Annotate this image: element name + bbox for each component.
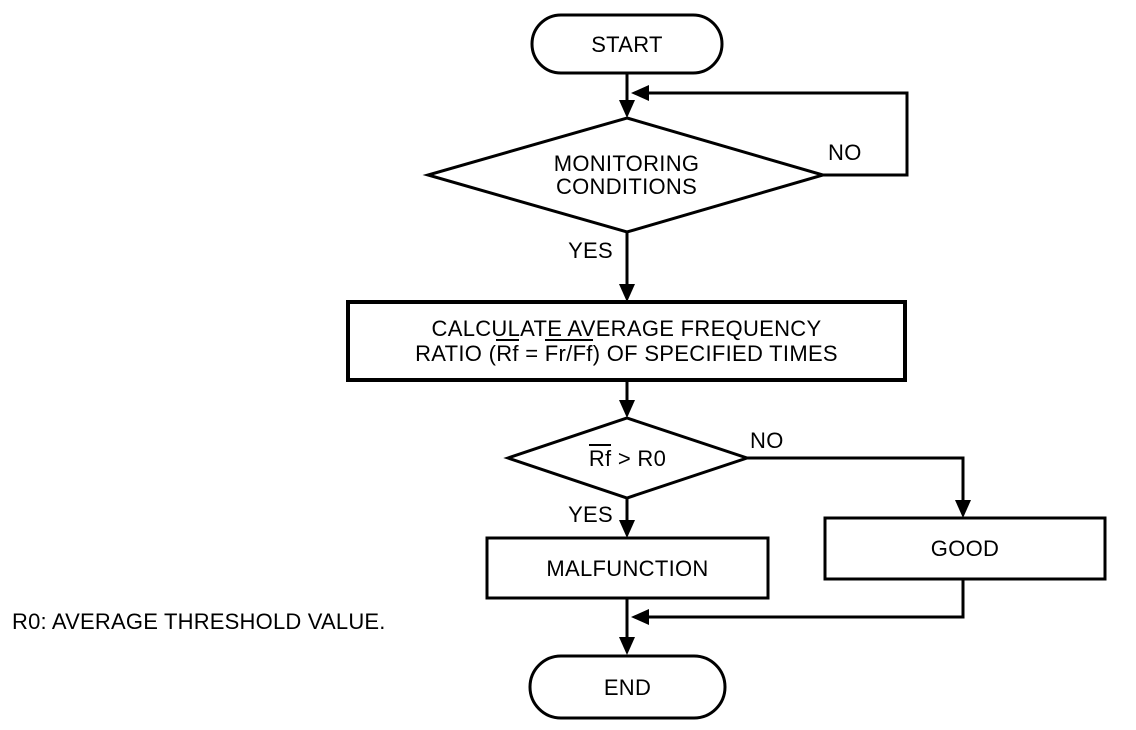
arrowhead-into-malfunction (619, 520, 635, 538)
edge-good-to-merge (637, 579, 965, 619)
ratio-no-label: NO (750, 428, 784, 453)
good-label: GOOD (930, 536, 1000, 561)
end-label: END (603, 674, 652, 700)
calculate-line2: RATIO (Rf = Fr/Ff) OF SPECIFIED TIMES (415, 339, 838, 366)
footnote-r0-definition: R0: AVERAGE THRESHOLD VALUE. (12, 609, 386, 634)
ratio-decision-label: Rf > R0 (508, 418, 747, 498)
rf-overline: Rf (496, 339, 519, 366)
good-process-shape (823, 516, 1107, 581)
monitoring-decision-label: MONITORING CONDITIONS (428, 118, 825, 232)
monitoring-no-label: NO (828, 140, 862, 165)
monitoring-line1: MONITORING (553, 151, 700, 176)
calculate-line1: CALCULATE AVERAGE FREQUENCY (431, 316, 822, 341)
monitoring-yes-label: YES (568, 238, 613, 263)
calculate-process-shape (346, 300, 907, 382)
arrowhead-into-end (619, 637, 635, 655)
edge-ratio-no (747, 456, 965, 514)
start-label: START (591, 31, 663, 57)
arrowhead-into-calculate (619, 284, 635, 302)
edge-monitoring-no-loop (637, 91, 909, 177)
calculate-process-label: CALCULATE AVERAGE FREQUENCY RATIO (Rf = … (348, 302, 905, 380)
rf-overline: Rf (588, 443, 612, 471)
arrowhead-good-merge (631, 609, 649, 625)
ratio-expression: Rf > R0 (588, 443, 667, 471)
arrowhead-into-ratio (619, 400, 635, 418)
end-terminator-shape (528, 654, 727, 720)
malfunction-label: MALFUNCTION (546, 555, 709, 581)
arrowhead-into-monitoring (619, 100, 635, 118)
arrowhead-into-good (955, 500, 971, 518)
ratio-yes-label: YES (568, 502, 613, 527)
arrowhead-no-loop-merge (631, 85, 649, 101)
frff-overline: Fr/Ff (544, 339, 593, 366)
monitoring-line2: CONDITIONS (555, 174, 698, 199)
